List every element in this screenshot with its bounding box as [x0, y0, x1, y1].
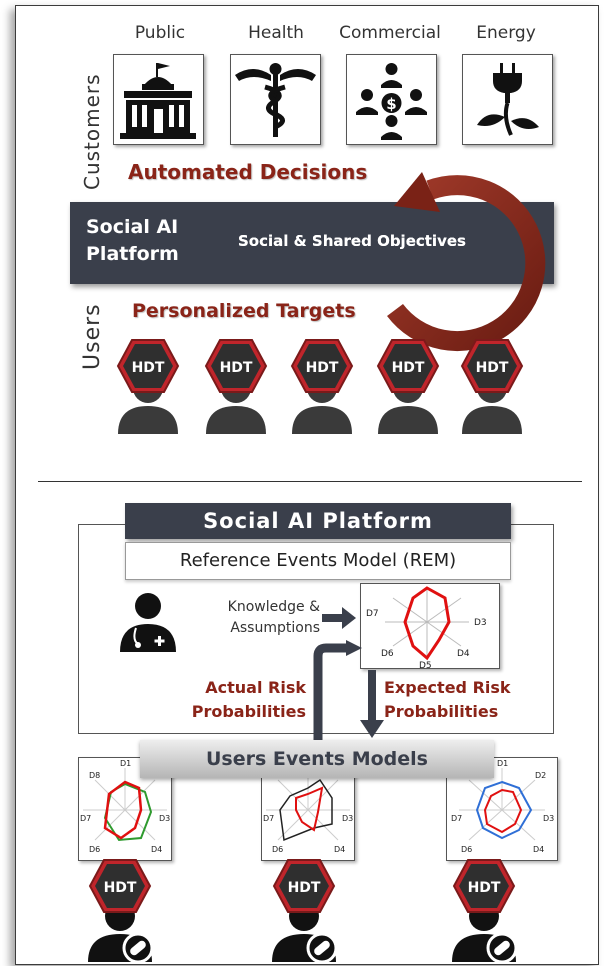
- platform-name-line2: Platform: [86, 243, 179, 265]
- customer-label-health: Health: [248, 23, 304, 43]
- plug-plant-icon: [477, 63, 539, 136]
- u2-axis-d4: D4: [334, 845, 345, 854]
- government-building-icon: [120, 63, 196, 139]
- user-hdt-2: HDT: [205, 339, 267, 435]
- knowledge-arrow-icon: [322, 607, 356, 629]
- u2-axis-d6: D6: [272, 845, 283, 854]
- hdt-label: HDT: [288, 880, 321, 896]
- u1-axis-d3: D3: [159, 814, 170, 823]
- rem-axis-d5: D5: [419, 661, 432, 668]
- expected-risk-label: Expected Risk Probabilities: [384, 676, 511, 724]
- u1-axis-d8: D8: [89, 771, 100, 780]
- expected-line2: Probabilities: [384, 702, 499, 721]
- rem-axis-d6: D6: [381, 649, 394, 659]
- public-icon-box: [113, 54, 204, 145]
- user-hdt-3: HDT: [291, 339, 353, 435]
- hdt-label: HDT: [104, 880, 137, 896]
- customer-label-commercial: Commercial: [339, 23, 441, 43]
- u3-axis-d7: D7: [451, 814, 462, 823]
- user-hdt-1: HDT: [117, 339, 179, 435]
- actual-risk-arrow-icon: [313, 640, 362, 750]
- social-ai-platform-title: Social AI Platform: [125, 503, 511, 539]
- platform-name-line1: Social AI: [86, 216, 179, 238]
- u1-axis-d1: D1: [120, 759, 131, 768]
- bottom-user-hdt-2: HDT: [270, 858, 338, 964]
- u3-axis-d4: D4: [533, 845, 544, 854]
- business-people-icon: $: [356, 63, 427, 140]
- bottom-user-hdt-1: HDT: [86, 858, 154, 964]
- doctor-icon: [120, 593, 176, 652]
- hdt-label: HDT: [468, 880, 501, 896]
- u3-axis-d3: D3: [543, 814, 554, 823]
- hdt-label: HDT: [220, 360, 253, 376]
- automated-decisions-label: Automated Decisions: [128, 160, 368, 184]
- bottom-user-hdt-3: HDT: [450, 858, 518, 964]
- hdt-label: HDT: [132, 360, 165, 376]
- actual-line2: Probabilities: [191, 702, 306, 721]
- health-icon-box: [230, 54, 321, 145]
- actual-line1: Actual Risk: [205, 678, 306, 697]
- expected-risk-arrow-icon: [360, 670, 384, 738]
- users-events-models-label: Users Events Models: [140, 740, 494, 778]
- rem-axis-d3: D3: [474, 618, 487, 628]
- platform-name: Social AI Platform: [86, 214, 179, 268]
- rem-axis-d4: D4: [457, 649, 470, 659]
- hdt-label: HDT: [476, 360, 509, 376]
- customers-axis-label: Customers: [80, 73, 104, 190]
- user-hdt-5: HDT: [461, 339, 523, 435]
- cycle-arrow-icon: [387, 172, 546, 352]
- section-divider: [38, 481, 582, 482]
- personalized-targets-label: Personalized Targets: [132, 300, 356, 322]
- user-hdt-4: HDT: [377, 339, 439, 435]
- u1-axis-d7: D7: [80, 814, 91, 823]
- knowledge-line2: Assumptions: [230, 620, 320, 636]
- actual-risk-label: Actual Risk Probabilities: [164, 676, 306, 724]
- users-row-top: HDT HDT HDT HDT HDT: [117, 339, 523, 435]
- rem-label: Reference Events Model (REM): [125, 542, 511, 580]
- users-axis-label: Users: [80, 303, 105, 370]
- caduceus-icon: [235, 63, 316, 137]
- u1-axis-d4: D4: [151, 845, 162, 854]
- u1-axis-d6: D6: [89, 845, 100, 854]
- rem-radar-box: D3 D4 D5 D6 D7: [360, 583, 500, 671]
- hdt-label: HDT: [392, 360, 425, 376]
- customer-label-public: Public: [134, 23, 186, 43]
- rem-axis-d7: D7: [366, 609, 379, 619]
- u2-axis-d7: D7: [263, 814, 274, 823]
- u3-axis-d2: D2: [535, 771, 546, 780]
- knowledge-line1: Knowledge &: [227, 599, 320, 615]
- u3-axis-d1: D1: [497, 759, 508, 768]
- commercial-icon-box: $: [346, 54, 437, 145]
- social-ai-platform-bar: Social AI Platform Social & Shared Objec…: [70, 202, 554, 284]
- shared-objectives-label: Social & Shared Objectives: [238, 232, 466, 250]
- users-row-bottom: HDT HDT HDT: [86, 858, 518, 964]
- energy-icon-box: [462, 54, 553, 145]
- expected-line1: Expected Risk: [384, 678, 511, 697]
- hdt-label: HDT: [306, 360, 339, 376]
- svg-text:$: $: [386, 95, 396, 113]
- u3-axis-d6: D6: [461, 845, 472, 854]
- knowledge-assumptions-label: Knowledge & Assumptions: [190, 597, 320, 639]
- customer-label-energy: Energy: [476, 23, 536, 43]
- rem-radar-chart: D3 D4 D5 D6 D7: [366, 586, 487, 671]
- platform-bar-overlay: Social & Shared Objectives: [238, 232, 466, 250]
- u2-axis-d3: D3: [342, 814, 353, 823]
